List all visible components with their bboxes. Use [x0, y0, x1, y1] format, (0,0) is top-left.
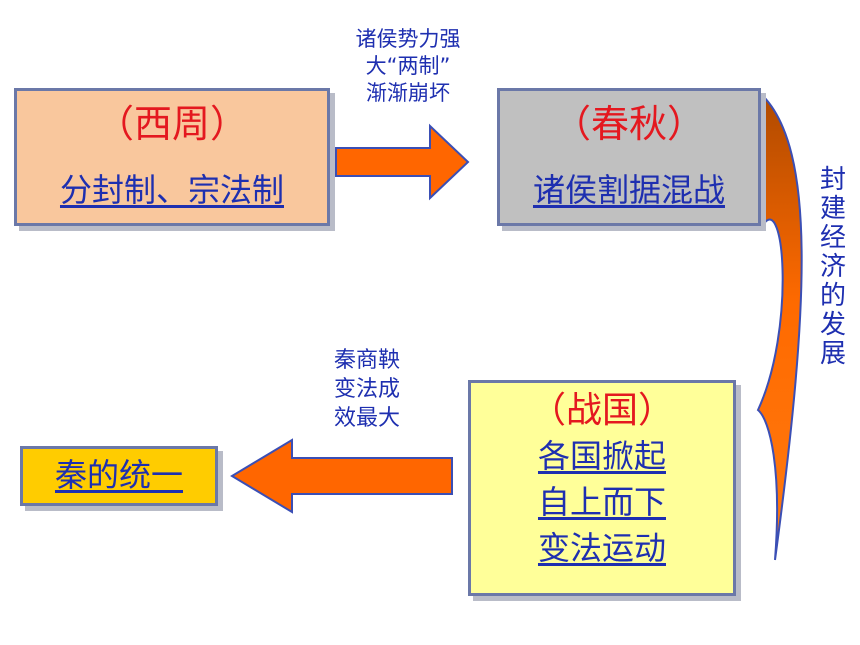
top-arrow-note: 诸侯势力强 大“两制” 渐渐崩坏	[338, 26, 478, 107]
xizhou-link[interactable]: 分封制、宗法制	[59, 171, 284, 209]
zhanguo-link-2[interactable]: 自上而下	[537, 483, 666, 521]
curved-down-arrow	[756, 93, 803, 561]
side-char-2: 建	[819, 194, 846, 224]
xizhou-box: （西周） 分封制、宗法制	[14, 88, 330, 226]
side-char-1: 封	[819, 165, 846, 195]
side-char-7: 展	[819, 339, 846, 369]
zhanguo-link-1[interactable]: 各国掀起	[537, 437, 666, 475]
qin-box: 秦的统一	[20, 446, 218, 506]
chunqiu-box: （春秋） 诸侯割据混战	[497, 88, 761, 226]
xizhou-title: （西周）	[95, 102, 248, 146]
qin-link[interactable]: 秦的统一	[54, 456, 183, 494]
left-note-line-2: 变法成	[333, 377, 400, 402]
left-arrow-note: 秦商鞅 变法成 效最大	[312, 346, 422, 433]
left-note-line-1: 秦商鞅	[333, 348, 400, 373]
chunqiu-title: （春秋）	[552, 102, 705, 146]
left-arrow	[230, 438, 453, 514]
right-arrow	[335, 123, 470, 201]
zhanguo-title: （战国）	[529, 390, 674, 431]
side-char-4: 济	[819, 252, 846, 282]
side-char-3: 经	[819, 223, 846, 253]
side-char-5: 的	[819, 281, 846, 311]
zhanguo-box: （战国） 各国掀起 自上而下 变法运动	[468, 380, 736, 596]
side-char-6: 发	[819, 310, 846, 340]
top-note-line-3: 渐渐崩坏	[366, 81, 450, 105]
top-note-line-1: 诸侯势力强	[355, 27, 461, 51]
top-note-line-2: 大“两制”	[365, 54, 451, 78]
zhanguo-link-3[interactable]: 变法运动	[537, 529, 666, 567]
feudal-economy-label: 封 建 经 济 的 发 展	[818, 166, 848, 369]
left-note-line-3: 效最大	[333, 406, 400, 431]
chunqiu-link[interactable]: 诸侯割据混战	[532, 171, 725, 209]
